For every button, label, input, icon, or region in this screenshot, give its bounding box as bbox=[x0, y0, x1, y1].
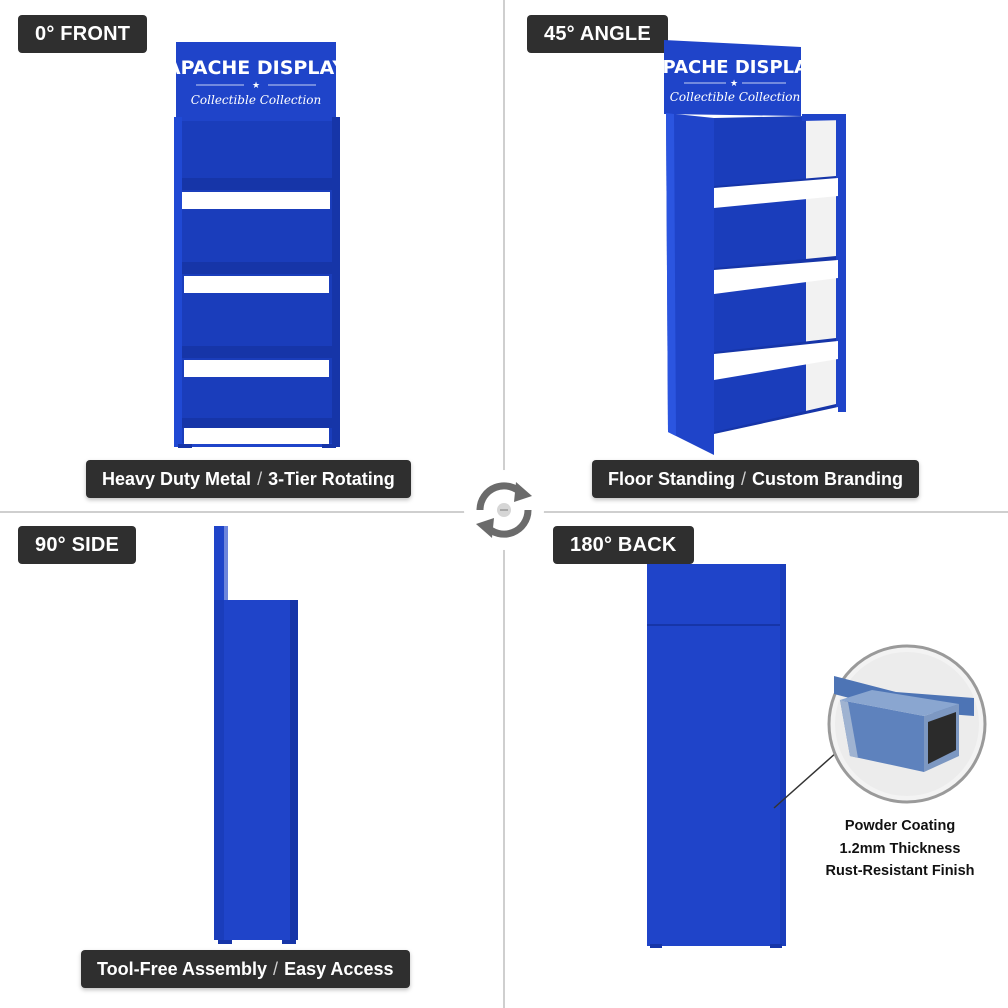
back-view-tag: 180° BACK bbox=[553, 526, 694, 564]
angle-feature-1: Floor Standing bbox=[608, 469, 735, 489]
back-display-illustration bbox=[647, 564, 786, 948]
caption-separator: / bbox=[740, 469, 746, 489]
side-display-illustration bbox=[214, 526, 298, 944]
side-feature-2: Easy Access bbox=[284, 959, 394, 979]
angle-view-caption: Floor Standing/ Custom Branding bbox=[592, 460, 919, 498]
profile-zoom-illustration bbox=[773, 644, 987, 809]
front-sign-brand: APACHE DISPLAY bbox=[166, 57, 346, 79]
finish-line-3: Rust-Resistant Finish bbox=[825, 863, 975, 879]
angle-feature-2: Custom Branding bbox=[752, 469, 903, 489]
rotate-arrows-icon bbox=[464, 470, 544, 550]
finish-line-2: 1.2mm Thickness bbox=[839, 840, 961, 857]
front-view-panel: 0° FRONT APACHE DISPLAY ★ Collectible Co… bbox=[0, 0, 504, 504]
side-view-tag: 90° SIDE bbox=[18, 526, 137, 564]
side-feature-1: Tool-Free Assembly bbox=[97, 959, 268, 979]
front-feature-1: Heavy Duty Metal bbox=[102, 469, 252, 489]
front-sign-tagline: Collectible Collection bbox=[191, 93, 322, 107]
angle-display-illustration: APACHE DISPLAY ★ Collectible Collection bbox=[649, 40, 846, 455]
angle-view-panel: 45° ANGLE APACHE DISPLAY ★ Collectible C… bbox=[504, 0, 1008, 504]
caption-separator: / bbox=[257, 469, 263, 489]
front-view-tag: 0° FRONT bbox=[18, 15, 148, 53]
side-view-caption: Tool-Free Assembly/Easy Access bbox=[81, 950, 410, 988]
front-feature-2: 3-Tier Rotating bbox=[268, 469, 395, 489]
side-view-panel: 90° SIDE Tool-Free Assembly/Easy Access bbox=[0, 504, 504, 1008]
finish-line-1: Powder Coating bbox=[844, 818, 956, 834]
angle-sign-star-icon: ★ bbox=[730, 78, 738, 88]
caption-separator: / bbox=[273, 959, 279, 979]
angle-sign-tagline: Collectible Collection bbox=[670, 90, 801, 104]
front-display-illustration: APACHE DISPLAY ★ Collectible Collection bbox=[166, 42, 346, 448]
angle-sign-brand: APACHE DISPLAY bbox=[649, 57, 821, 78]
front-sign-star-icon: ★ bbox=[252, 80, 260, 90]
angle-view-tag: 45° ANGLE bbox=[527, 15, 668, 53]
finish-notes: Powder Coating 1.2mm Thickness Rust-Resi… bbox=[805, 815, 995, 883]
back-view-panel: 180° BACK Powder Coating 1.2mm Thickness… bbox=[504, 504, 1008, 1008]
front-view-caption: Heavy Duty Metal/3-Tier Rotating bbox=[86, 460, 411, 498]
